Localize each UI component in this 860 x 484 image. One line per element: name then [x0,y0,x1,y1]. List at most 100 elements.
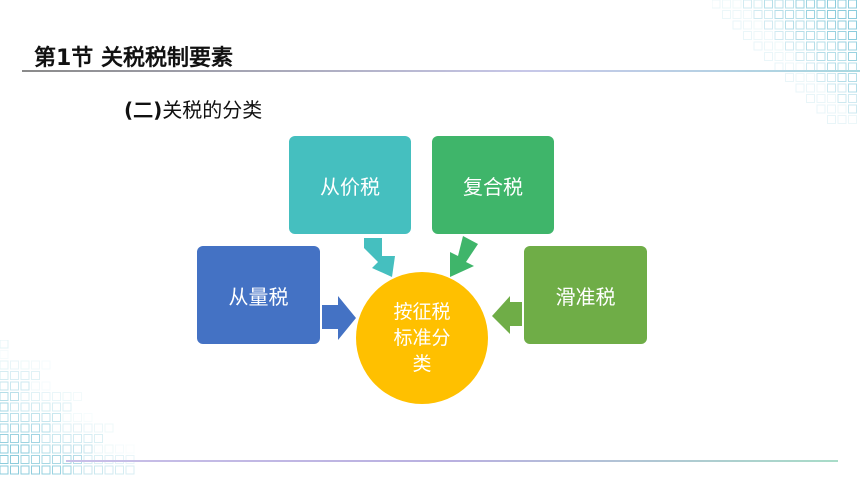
decorative-pixel [31,381,40,391]
decorative-pixel [20,434,30,443]
center-line-2: 标准分 [393,327,451,349]
decorative-pixel [0,360,9,370]
decorative-pixel [0,402,9,412]
decorative-pixel-grid-bottom-left [0,340,135,475]
decorative-pixel [785,52,794,61]
sliding-scale-tax-box: 滑准税 [524,246,647,344]
decorative-pixel [104,465,114,475]
decorative-pixel [10,423,19,433]
decorative-pixel [774,52,784,61]
decorative-pixel [41,392,51,401]
decorative-pixel [848,10,857,19]
decorative-pixel [816,52,826,61]
decorative-pixel [104,423,114,433]
decorative-pixel [848,20,857,30]
decorative-pixel [0,371,9,380]
decorative-pixel [83,413,93,422]
decorative-pixel [10,413,19,422]
decorative-pixel [0,455,9,464]
decorative-pixel [848,41,857,51]
decorative-pixel [848,73,857,82]
decorative-pixel [125,444,135,454]
decorative-pixel [0,465,9,475]
decorative-pixel [73,434,82,443]
decorative-pixel [764,20,773,30]
decorative-pixel [73,413,82,422]
decorative-pixel [115,465,124,475]
decorative-pixel [73,392,82,401]
decorative-pixel [125,455,135,464]
decorative-pixel [806,20,815,30]
decorative-pixel [20,423,30,433]
decorative-pixel [20,392,30,401]
decorative-pixel [806,94,815,103]
decorative-pixel [816,10,826,19]
decorative-pixel [743,20,752,30]
decorative-pixel [52,392,61,401]
section-subtitle: (二)关税的分类 [124,94,262,123]
decorative-pixel [827,94,836,103]
decorative-pixel [31,413,40,422]
decorative-pixel [827,104,836,114]
decorative-pixel [785,41,794,51]
decorative-pixel [0,423,9,433]
decorative-pixel [795,10,805,19]
decorative-pixel [41,455,51,464]
decorative-pixel [62,423,72,433]
decorative-pixel [827,10,836,19]
decorative-pixel [73,455,82,464]
decorative-pixel [722,10,731,19]
decorative-pixel [20,360,30,370]
decorative-pixel [41,465,51,475]
decorative-pixel-grid-top-right [712,0,857,124]
arrow-ad-valorem-to-center [364,238,395,277]
decorative-pixel [115,455,124,464]
decorative-pixel [0,392,9,401]
decorative-pixel [837,94,847,103]
decorative-pixel [837,20,847,30]
decorative-pixel [816,94,826,103]
decorative-pixel [848,31,857,40]
decorative-pixel [806,83,815,93]
decorative-pixel [827,73,836,82]
decorative-pixel [0,444,9,454]
decorative-pixel [83,423,93,433]
decorative-pixel [774,41,784,51]
decorative-pixel [795,31,805,40]
decorative-pixel [816,0,826,9]
title-underline [22,70,860,72]
decorative-pixel [41,444,51,454]
decorative-pixel [20,465,30,475]
decorative-pixel [732,20,742,30]
decorative-pixel [827,52,836,61]
decorative-pixel [41,402,51,412]
decorative-pixel [62,413,72,422]
decorative-pixel [31,392,40,401]
decorative-pixel [20,381,30,391]
center-line-3: 类 [412,353,432,375]
decorative-pixel [94,444,103,454]
decorative-pixel [785,20,794,30]
decorative-pixel [764,41,773,51]
decorative-pixel [10,371,19,380]
decorative-pixel [62,465,72,475]
decorative-pixel [774,10,784,19]
decorative-pixel [52,402,61,412]
decorative-pixel [785,31,794,40]
decorative-pixel [764,31,773,40]
footer-divider [66,460,838,462]
ad-valorem-tax-box: 从价税 [289,136,411,234]
decorative-pixel [0,381,9,391]
decorative-pixel [837,52,847,61]
decorative-pixel [806,10,815,19]
decorative-pixel [10,444,19,454]
decorative-pixel [837,115,847,124]
arrow-sliding-to-center [492,296,522,334]
decorative-pixel [795,0,805,9]
decorative-pixel [764,52,773,61]
subtitle-prefix: (二) [124,98,163,122]
decorative-pixel [743,31,752,40]
page-title: 第1节 关税税制要素 [34,46,233,71]
decorative-pixel [774,20,784,30]
